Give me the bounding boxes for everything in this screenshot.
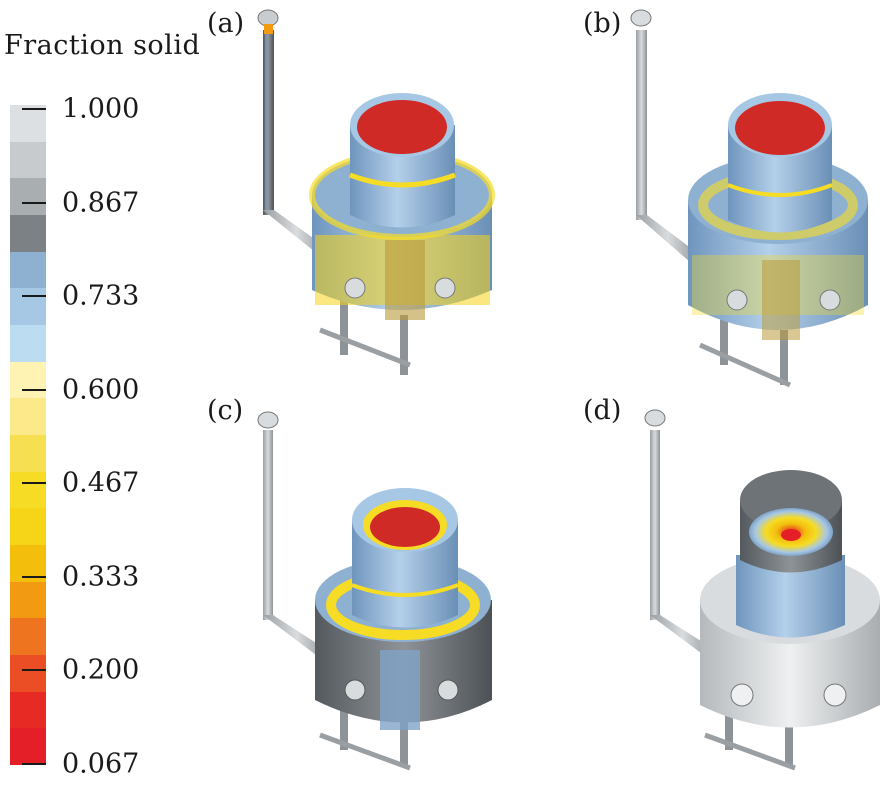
colorbar-tick (22, 295, 46, 297)
colorbar-segment (10, 655, 46, 692)
colorbar-tick-label: 0.600 (62, 374, 140, 405)
casting-render-b (630, 9, 868, 388)
colorbar-tick-label: 0.867 (62, 187, 140, 218)
colorbar-tick (22, 388, 46, 391)
colorbar-tick-label: 0.467 (62, 467, 140, 499)
colorbar-segment (10, 398, 46, 436)
colorbar-segment (10, 471, 46, 509)
colorbar-tick (22, 762, 46, 765)
colorbar (10, 105, 46, 766)
casting-render-c (257, 411, 492, 771)
legend-title: Fraction solid (4, 30, 201, 61)
colorbar-tick (22, 669, 46, 671)
colorbar-segment (10, 728, 46, 766)
panel-label-b: (b) (583, 8, 622, 39)
colorbar-segment (10, 105, 46, 142)
colorbar-segment (10, 361, 46, 399)
colorbar-tick (22, 482, 46, 484)
colorbar-segment (10, 508, 46, 546)
colorbar-tick (22, 108, 46, 110)
colorbar-segment (10, 215, 46, 252)
colorbar-tick-label: 0.733 (62, 280, 140, 312)
colorbar-tick-label: 0.333 (62, 561, 140, 592)
colorbar-segment (10, 141, 46, 179)
colorbar-segment (10, 581, 46, 619)
colorbar-segment (10, 325, 46, 362)
colorbar-tick-label: 0.200 (62, 654, 140, 686)
colorbar-segment (10, 691, 46, 729)
colorbar-segment (10, 435, 46, 472)
casting-render-a (257, 9, 495, 375)
colorbar-segment (10, 251, 46, 289)
colorbar-segment (10, 178, 46, 216)
colorbar-tick (22, 201, 46, 204)
colorbar-segment (10, 618, 46, 656)
colorbar-segment (10, 288, 46, 326)
panel-label-a: (a) (207, 8, 245, 39)
colorbar-tick-label: 0.067 (62, 748, 140, 779)
panel-label-c: (c) (207, 395, 244, 426)
casting-render-d (644, 409, 880, 771)
panel-label-d: (d) (583, 395, 622, 426)
colorbar-tick-label: 1.000 (62, 93, 140, 125)
colorbar-tick (22, 575, 46, 578)
